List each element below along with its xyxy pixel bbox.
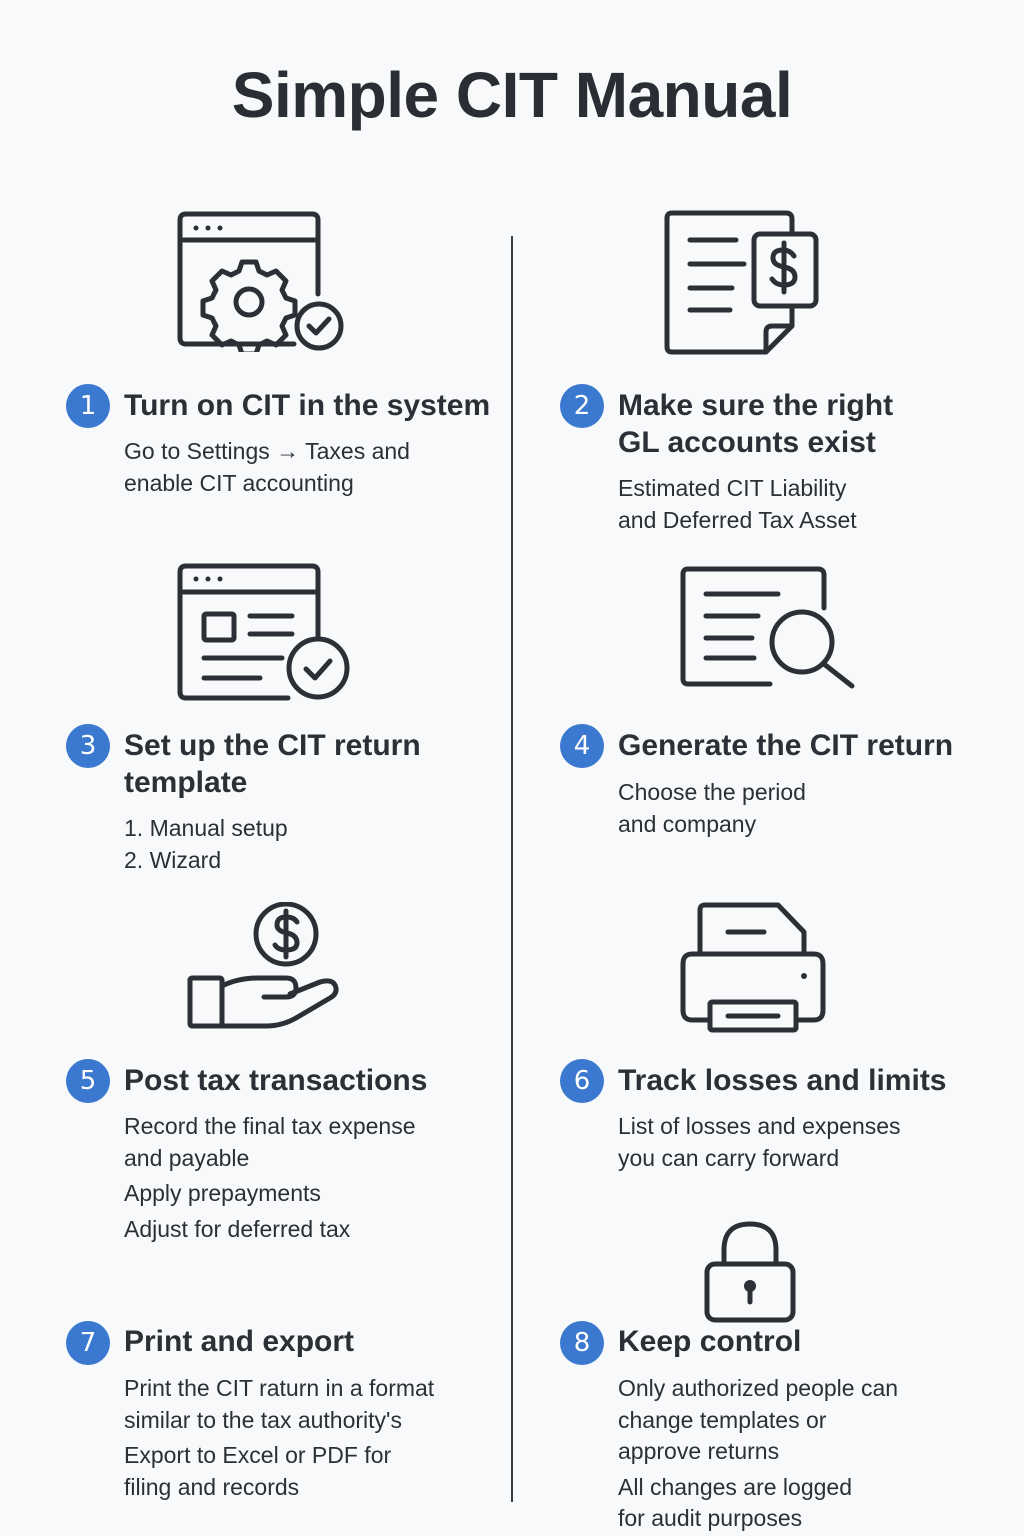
step-description: Go to Settings → Taxes and enable CIT ac… <box>124 438 410 496</box>
ledger-dollar-document-icon <box>662 210 822 358</box>
step-number-badge: 6 <box>560 1059 604 1103</box>
template-window-check-icon <box>176 562 354 704</box>
step-number-badge: 3 <box>66 724 110 768</box>
step-number-badge: 5 <box>66 1059 110 1103</box>
step-title: Turn on CIT in the system <box>124 389 491 422</box>
step-description: List of losses and expenses you can carr… <box>618 1113 901 1171</box>
step-number-badge: 2 <box>560 384 604 428</box>
step-description: Choose the period and company <box>618 779 806 837</box>
step-title: Print and export <box>124 1325 355 1358</box>
step-description: Estimated CIT Liability and Deferred Tax… <box>618 475 857 533</box>
step-number-badge: 8 <box>560 1321 604 1365</box>
page-title: Simple CIT Manual <box>231 59 793 131</box>
printer-icon <box>680 902 826 1034</box>
column-divider <box>511 236 513 1502</box>
step-title: Generate the CIT return <box>618 729 954 762</box>
step-number-badge: 1 <box>66 384 110 428</box>
step-description: 1. Manual setup 2. Wizard <box>124 815 288 873</box>
step-title: Keep control <box>618 1325 802 1358</box>
step-number-badge: 4 <box>560 724 604 768</box>
step-title: Post tax transactions <box>124 1064 428 1097</box>
step-description: Record the final tax expense and payable… <box>124 1113 416 1242</box>
step-title: Track losses and limits <box>618 1064 947 1097</box>
step-title: Set up the CIT return template <box>124 729 421 799</box>
step-description: Print the CIT raturn in a format similar… <box>124 1375 435 1500</box>
hand-dollar-icon <box>186 902 342 1034</box>
settings-window-check-icon <box>176 210 348 352</box>
step-description: Only authorized people can change templa… <box>618 1375 899 1531</box>
document-search-icon <box>678 564 858 692</box>
padlock-icon <box>702 1220 798 1324</box>
step-title: Make sure the right GL accounts exist <box>618 389 894 459</box>
step-number-badge: 7 <box>66 1321 110 1365</box>
